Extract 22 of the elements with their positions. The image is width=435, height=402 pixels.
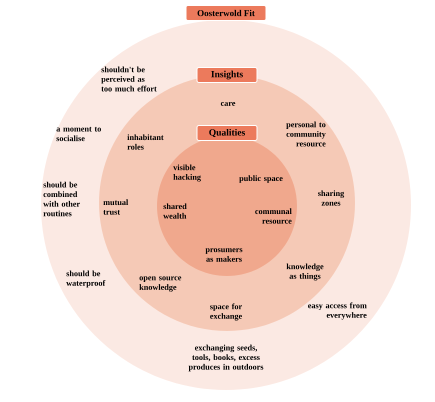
item-text: shared wealth <box>163 203 187 219</box>
item-text: exchanging seeds, tools, books, excess produces in outdoors <box>188 344 264 372</box>
item-text: should be combined with other routines <box>43 182 80 216</box>
item-text: inhabitant roles <box>127 134 164 150</box>
item-text: prosumers as makers <box>206 248 242 262</box>
item-text: mutual trust <box>103 199 128 215</box>
item-text: easy access from everywhere <box>308 302 367 320</box>
item-text: should be waterproof <box>66 270 106 288</box>
item-text: a moment to socialise <box>56 126 101 142</box>
item-text: communal resource <box>255 208 292 224</box>
item-text: space for exchange <box>210 303 242 321</box>
item-text: open source knowledge <box>139 276 182 292</box>
item-text: public space <box>239 175 283 183</box>
item-text: shouldn't be perceived as too much effort <box>101 66 157 92</box>
item-text: sharing zones <box>318 190 344 206</box>
heading-tag: Qualities <box>196 125 258 141</box>
item-text: knowledge as things <box>286 263 324 281</box>
heading-tag: Insights <box>196 67 258 83</box>
item-text: visible hacking <box>173 164 201 182</box>
heading-tag: Oosterwold Fit <box>186 5 266 21</box>
item-text: personal to community resource <box>286 122 326 146</box>
item-text: care <box>220 102 236 106</box>
